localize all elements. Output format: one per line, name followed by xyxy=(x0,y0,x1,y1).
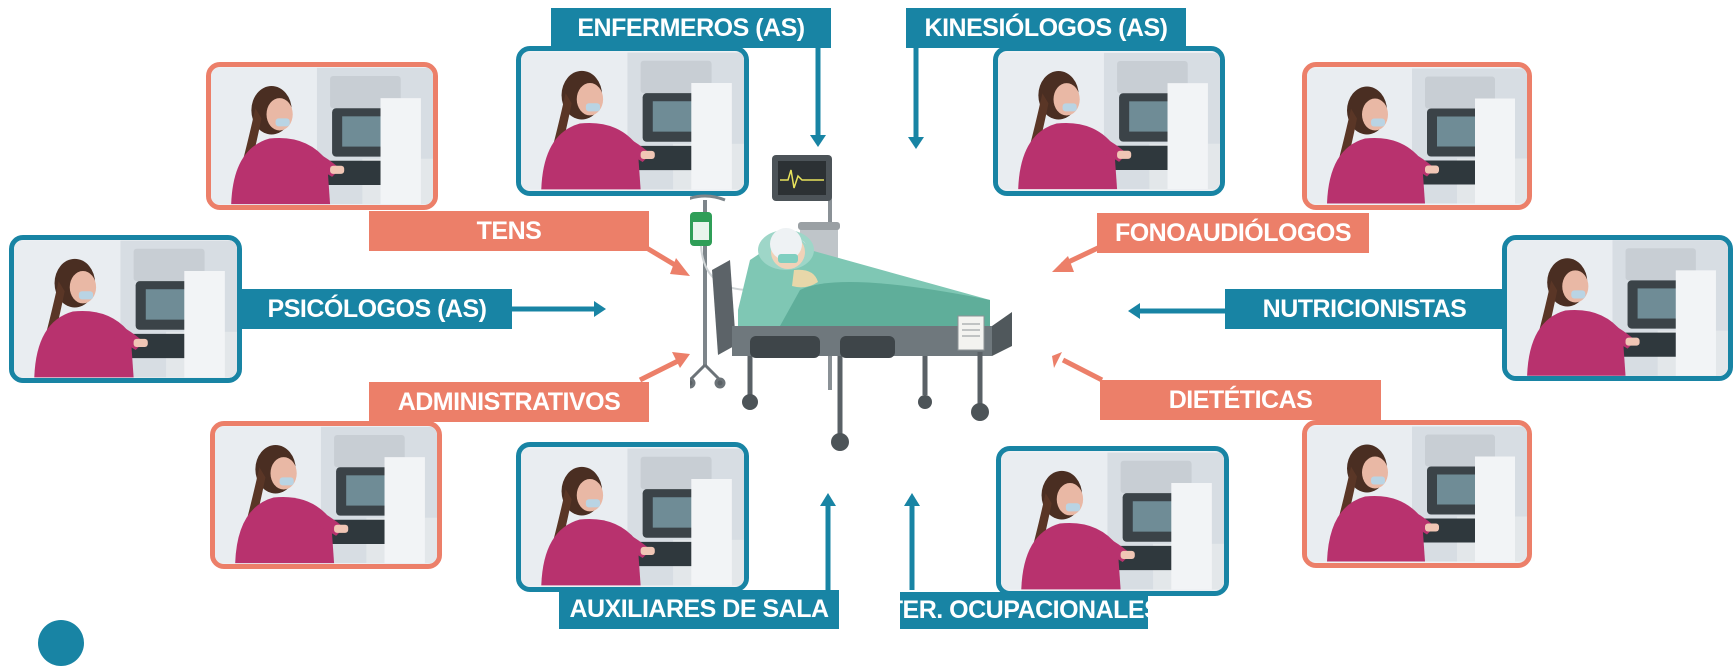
label-dieteticas: DIETÉTICAS xyxy=(1100,380,1381,420)
label-nutricionistas: NUTRICIONISTAS xyxy=(1225,289,1504,329)
label-auxiliares: AUXILIARES DE SALA xyxy=(559,590,839,629)
patient-in-hospital-bed-icon xyxy=(690,140,1040,470)
photo-nutricionistas xyxy=(1502,235,1733,381)
nurse-photo-icon xyxy=(211,67,433,205)
nurse-photo-icon xyxy=(1001,451,1224,591)
label-kinesiologos: KINESIÓLOGOS (AS) xyxy=(906,8,1186,48)
nurse-photo-icon xyxy=(1507,240,1728,376)
photo-kinesiologos xyxy=(993,46,1225,196)
label-ocupacionales: TER. OCUPACIONALES xyxy=(888,592,1161,629)
label-enfermeros: ENFERMEROS (AS) xyxy=(551,8,831,48)
photo-psicologos xyxy=(9,235,242,383)
label-psicologos: PSICÓLOGOS (AS) xyxy=(242,289,512,329)
photo-top-right xyxy=(1302,62,1532,210)
label-tens: TENS xyxy=(369,211,649,251)
photo-top-left xyxy=(206,62,438,210)
nurse-photo-icon xyxy=(1307,425,1527,563)
decorative-dot xyxy=(38,620,84,666)
label-administrativos: ADMINISTRATIVOS xyxy=(369,382,649,422)
photo-bottom-right xyxy=(1302,420,1532,568)
connector-arrows xyxy=(512,45,1225,590)
photo-auxiliares xyxy=(516,442,749,592)
photo-bottom-left xyxy=(210,421,442,569)
nurse-photo-icon xyxy=(14,240,237,378)
nurse-photo-icon xyxy=(1307,67,1527,205)
label-fonoaudiologos: FONOAUDIÓLOGOS xyxy=(1097,213,1369,253)
photo-enfermeros xyxy=(516,46,749,196)
nurse-photo-icon xyxy=(215,426,437,564)
